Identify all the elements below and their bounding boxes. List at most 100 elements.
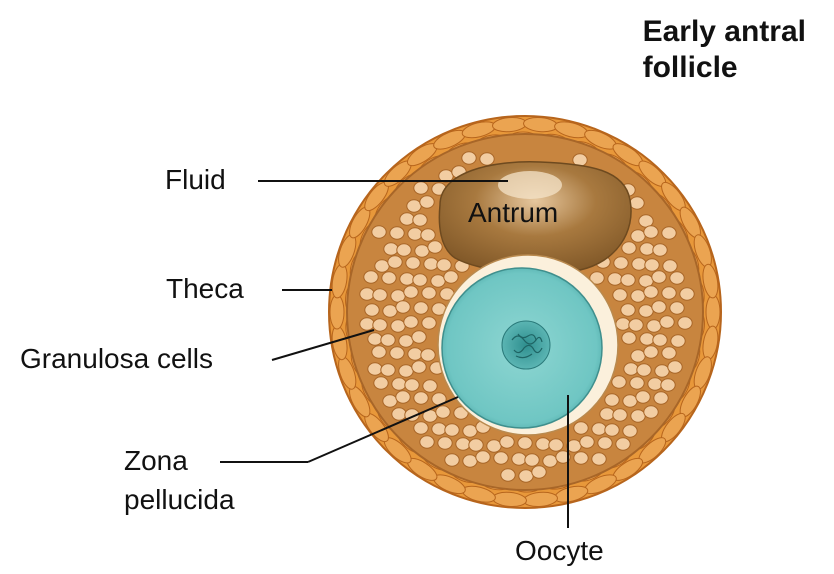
granulosa-cell	[640, 243, 654, 255]
granulosa-cell	[605, 424, 619, 436]
granulosa-cell	[436, 406, 450, 418]
label-zona-line-2: pellucida	[124, 483, 235, 517]
granulosa-cell	[383, 395, 397, 407]
granulosa-cell	[631, 230, 645, 242]
granulosa-cell	[396, 301, 410, 313]
granulosa-cell	[390, 347, 404, 359]
granulosa-cell	[423, 380, 437, 392]
granulosa-cell	[397, 244, 411, 256]
granulosa-cell	[536, 438, 550, 450]
granulosa-cell	[438, 437, 452, 449]
granulosa-cell	[614, 257, 628, 269]
theca-cell	[706, 295, 720, 329]
granulosa-cell	[670, 272, 684, 284]
granulosa-cell	[360, 288, 374, 300]
label-oocyte: Oocyte	[515, 534, 604, 568]
label-antrum: Antrum	[468, 196, 558, 230]
granulosa-cell	[400, 273, 414, 285]
granulosa-cell	[662, 287, 676, 299]
granulosa-cell	[463, 425, 477, 437]
granulosa-cell	[368, 363, 382, 375]
granulosa-cell	[414, 302, 428, 314]
granulosa-cell	[365, 304, 379, 316]
granulosa-cell	[648, 378, 662, 390]
granulosa-cell	[644, 406, 658, 418]
granulosa-cell	[636, 391, 650, 403]
granulosa-cell	[662, 227, 676, 239]
granulosa-cell	[613, 409, 627, 421]
granulosa-cell	[445, 454, 459, 466]
granulosa-cell	[414, 392, 428, 404]
granulosa-cell	[631, 290, 645, 302]
granulosa-cell	[384, 243, 398, 255]
granulosa-cell	[652, 301, 666, 313]
granulosa-cell	[424, 258, 438, 270]
granulosa-cell	[390, 227, 404, 239]
granulosa-cell	[415, 245, 429, 257]
title-line-1: Early antral	[643, 14, 806, 50]
granulosa-cell	[414, 422, 428, 434]
granulosa-cell	[382, 272, 396, 284]
granulosa-cell	[420, 196, 434, 208]
granulosa-cell	[592, 423, 606, 435]
granulosa-cell	[406, 257, 420, 269]
granulosa-cell	[444, 271, 458, 283]
granulosa-cell	[616, 438, 630, 450]
label-granulosa-cells: Granulosa cells	[20, 342, 213, 376]
granulosa-cell	[654, 392, 668, 404]
granulosa-cell	[680, 288, 694, 300]
granulosa-cell	[631, 350, 645, 362]
granulosa-cell	[630, 197, 644, 209]
granulosa-cell	[432, 423, 446, 435]
granulosa-cell	[360, 318, 374, 330]
granulosa-cell	[396, 391, 410, 403]
granulosa-cell	[631, 410, 645, 422]
granulosa-cell	[630, 377, 644, 389]
granulosa-cell	[592, 453, 606, 465]
granulosa-cell	[412, 331, 426, 343]
granulosa-cell	[422, 317, 436, 329]
granulosa-cell	[613, 289, 627, 301]
granulosa-cell	[407, 200, 421, 212]
oocyte-nucleus	[502, 321, 550, 369]
granulosa-cell	[668, 361, 682, 373]
granulosa-cell	[445, 424, 459, 436]
granulosa-cell	[392, 408, 406, 420]
granulosa-cell	[543, 455, 557, 467]
granulosa-cell	[428, 241, 442, 253]
granulosa-cell	[420, 436, 434, 448]
granulosa-cell	[661, 379, 675, 391]
granulosa-cell	[404, 286, 418, 298]
granulosa-cell	[421, 229, 435, 241]
granulosa-cell	[629, 319, 643, 331]
granulosa-cell	[644, 346, 658, 358]
granulosa-cell	[456, 438, 470, 450]
granulosa-cell	[412, 361, 426, 373]
granulosa-cell	[632, 258, 646, 270]
granulosa-cell	[519, 470, 533, 482]
granulosa-cell	[501, 469, 515, 481]
granulosa-cell	[400, 213, 414, 225]
granulosa-cell	[598, 437, 612, 449]
granulosa-cell	[549, 439, 563, 451]
granulosa-cell	[494, 452, 508, 464]
granulosa-cell	[408, 228, 422, 240]
granulosa-cell	[373, 289, 387, 301]
granulosa-cell	[476, 451, 490, 463]
granulosa-cell	[463, 455, 477, 467]
granulosa-cell	[678, 317, 692, 329]
granulosa-cell	[574, 422, 588, 434]
granulosa-cell	[414, 182, 428, 194]
granulosa-cell	[605, 394, 619, 406]
granulosa-cell	[624, 363, 638, 375]
diagram-title: Early antral follicle	[643, 14, 806, 86]
granulosa-cell	[660, 316, 674, 328]
granulosa-cell	[612, 376, 626, 388]
granulosa-cell	[647, 320, 661, 332]
granulosa-cell	[639, 305, 653, 317]
granulosa-cell	[670, 302, 684, 314]
granulosa-cell	[640, 333, 654, 345]
granulosa-cell	[621, 274, 635, 286]
granulosa-cell	[480, 153, 494, 165]
granulosa-cell	[637, 364, 651, 376]
